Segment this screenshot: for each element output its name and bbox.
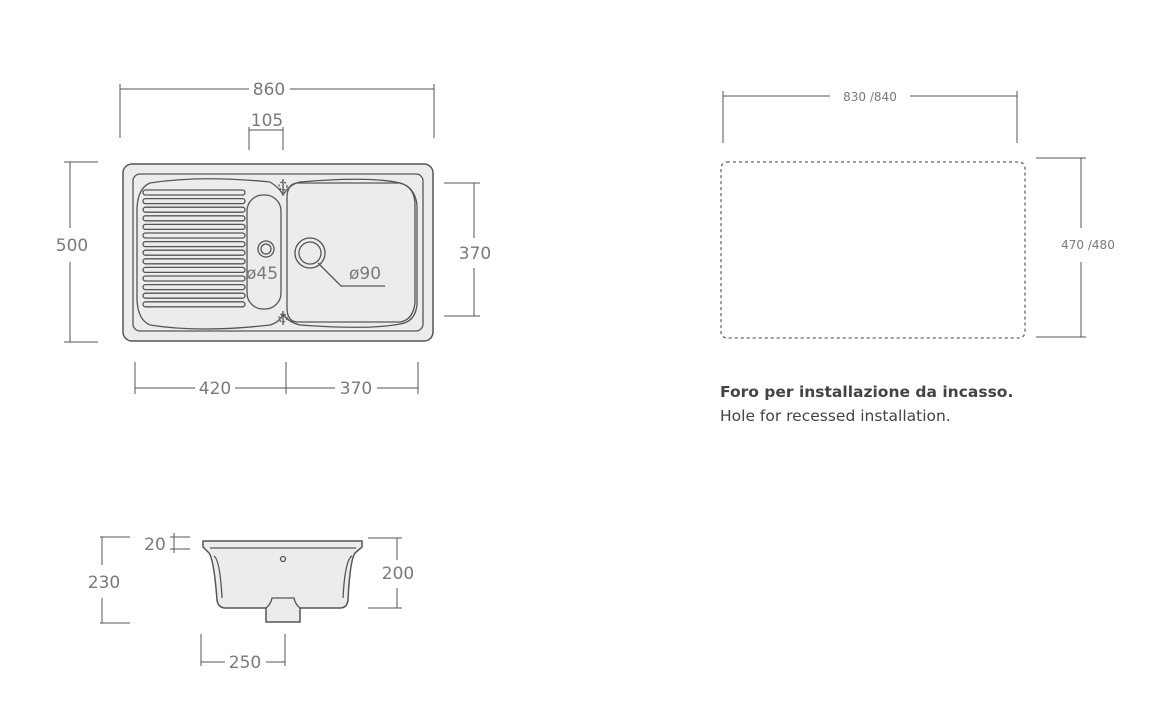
dim-tap-offset: 105 (251, 111, 283, 131)
drainer-rib (142, 249, 246, 256)
dim-rim-thickness: 20 (144, 535, 166, 555)
top-view-dimensions: 860 105 500 370 420 370 (56, 80, 491, 399)
dim-overall-width: 860 (253, 80, 285, 100)
dim-outlet-width: 250 (229, 653, 261, 673)
dim-bowl-depth: 370 (459, 244, 491, 264)
drainer-rib (142, 275, 246, 282)
drainer-rib (142, 223, 246, 231)
drainer-rib (142, 266, 246, 274)
dim-cutout-width: 830 /840 (843, 90, 897, 104)
large-drain-icon (294, 237, 326, 269)
dim-cutout-depth: 470 /480 (1061, 238, 1115, 252)
dim-total-height: 230 (88, 573, 120, 593)
large-drain-label: ø90 (349, 264, 381, 284)
drainer-rib (142, 206, 246, 213)
drainer-rib (142, 301, 246, 308)
cutout-outline (720, 161, 1026, 339)
drainer-rib (142, 232, 246, 239)
caption-english: Hole for recessed installation. (720, 407, 951, 425)
drainer-rib (142, 292, 246, 299)
drainer-rib (142, 215, 246, 222)
cutout-caption: Foro per installazione da incasso. Hole … (720, 380, 1013, 428)
drainer-rib (142, 258, 246, 265)
drainer-rib (142, 189, 246, 196)
drainer-rib (142, 240, 246, 248)
drainer-rib (142, 197, 246, 205)
dim-drainer-width: 420 (199, 379, 231, 399)
tap-hole-marks (278, 179, 288, 325)
dim-overall-depth: 500 (56, 236, 88, 256)
dim-bowl-height: 200 (382, 564, 414, 584)
drainer-ribs (142, 189, 246, 308)
section-view-dimensions: 230 20 200 250 (88, 533, 414, 673)
drainer-rib (142, 283, 246, 291)
cutout-drawing: 830 /840 470 /480 (720, 90, 1115, 339)
small-drain-icon (257, 240, 275, 258)
sink-top-view: ø45 ø90 (122, 163, 434, 342)
dim-bowl-width: 370 (340, 379, 372, 399)
caption-italian: Foro per installazione da incasso. (720, 383, 1014, 401)
sink-section-view (202, 540, 363, 623)
small-drain-label: ø45 (246, 264, 278, 284)
